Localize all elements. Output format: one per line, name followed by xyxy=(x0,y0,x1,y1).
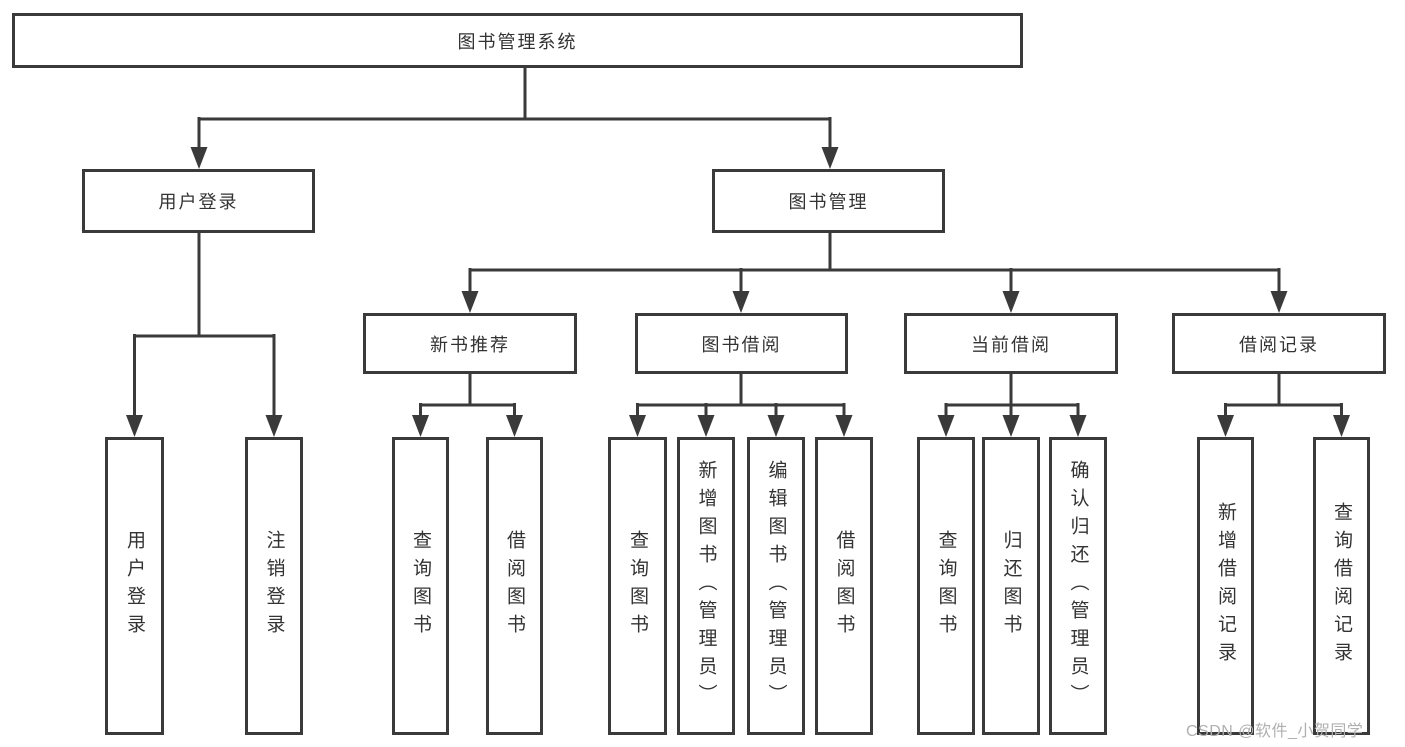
node-module-borrow-records: 借阅记录 xyxy=(1172,313,1386,374)
node-label: 归还图书 xyxy=(1000,530,1022,642)
node-label: 注销登录 xyxy=(263,530,285,642)
node-label: 新增借阅记录 xyxy=(1215,502,1236,670)
node-leaf-add-borrow-record: 新增借阅记录 xyxy=(1197,437,1254,735)
node-label: 借阅图书 xyxy=(504,530,525,642)
node-module-current-borrow: 当前借阅 xyxy=(904,313,1118,374)
connector-root-to-branches xyxy=(190,68,839,169)
node-label: 新书推荐 xyxy=(430,334,510,355)
node-leaf-logout: 注销登录 xyxy=(245,437,303,735)
node-leaf-user-login: 用户登录 xyxy=(105,437,164,735)
node-label: 确认归还（管理员） xyxy=(1067,460,1089,712)
node-module-new-book-recommend: 新书推荐 xyxy=(363,313,577,374)
node-leaf-add-books-admin: 新增图书（管理员） xyxy=(677,437,735,735)
node-leaf-recommend-borrow-books: 借阅图书 xyxy=(486,437,543,735)
node-leaf-return-books: 归还图书 xyxy=(982,437,1040,735)
node-label: 新增图书（管理员） xyxy=(695,460,717,712)
csdn-watermark: CSDN @软件_小贺同学 xyxy=(1186,723,1364,740)
connector-records-to-leaves xyxy=(1217,374,1350,437)
connector-current-to-leaves xyxy=(937,374,1087,437)
node-leaf-confirm-return-admin: 确认归还（管理员） xyxy=(1049,437,1107,735)
connector-recommend-to-leaves xyxy=(412,374,523,437)
node-book-management-branch: 图书管理 xyxy=(712,169,945,233)
node-label: 借阅记录 xyxy=(1239,334,1319,355)
connector-login-to-leaves xyxy=(126,233,283,437)
node-label: 编辑图书（管理员） xyxy=(765,460,787,712)
node-module-book-borrow: 图书借阅 xyxy=(635,313,848,374)
node-leaf-recommend-query-books: 查询图书 xyxy=(392,437,449,735)
node-leaf-borrow-query-books: 查询图书 xyxy=(608,437,667,735)
node-label: 图书管理系统 xyxy=(457,31,578,52)
node-label: 用户登录 xyxy=(124,530,145,642)
node-label: 查询图书 xyxy=(410,530,431,642)
node-label: 查询图书 xyxy=(627,530,648,642)
node-label: 用户登录 xyxy=(158,192,239,212)
node-label: 图书管理 xyxy=(788,192,869,212)
node-leaf-borrow-books: 借阅图书 xyxy=(815,437,873,735)
connector-borrow-to-leaves xyxy=(629,374,853,437)
node-label: 借阅图书 xyxy=(833,530,855,642)
node-system-root: 图书管理系统 xyxy=(12,13,1023,68)
node-label: 查询图书 xyxy=(935,530,957,642)
node-leaf-current-query-books: 查询图书 xyxy=(917,437,975,735)
node-leaf-edit-books-admin: 编辑图书（管理员） xyxy=(747,437,805,735)
connector-mgmt-to-modules xyxy=(461,233,1288,313)
node-user-login-branch: 用户登录 xyxy=(82,169,315,233)
node-label: 查询借阅记录 xyxy=(1331,502,1352,670)
node-leaf-query-borrow-record: 查询借阅记录 xyxy=(1313,437,1370,735)
node-label: 图书借阅 xyxy=(701,334,782,355)
node-label: 当前借阅 xyxy=(971,334,1051,355)
